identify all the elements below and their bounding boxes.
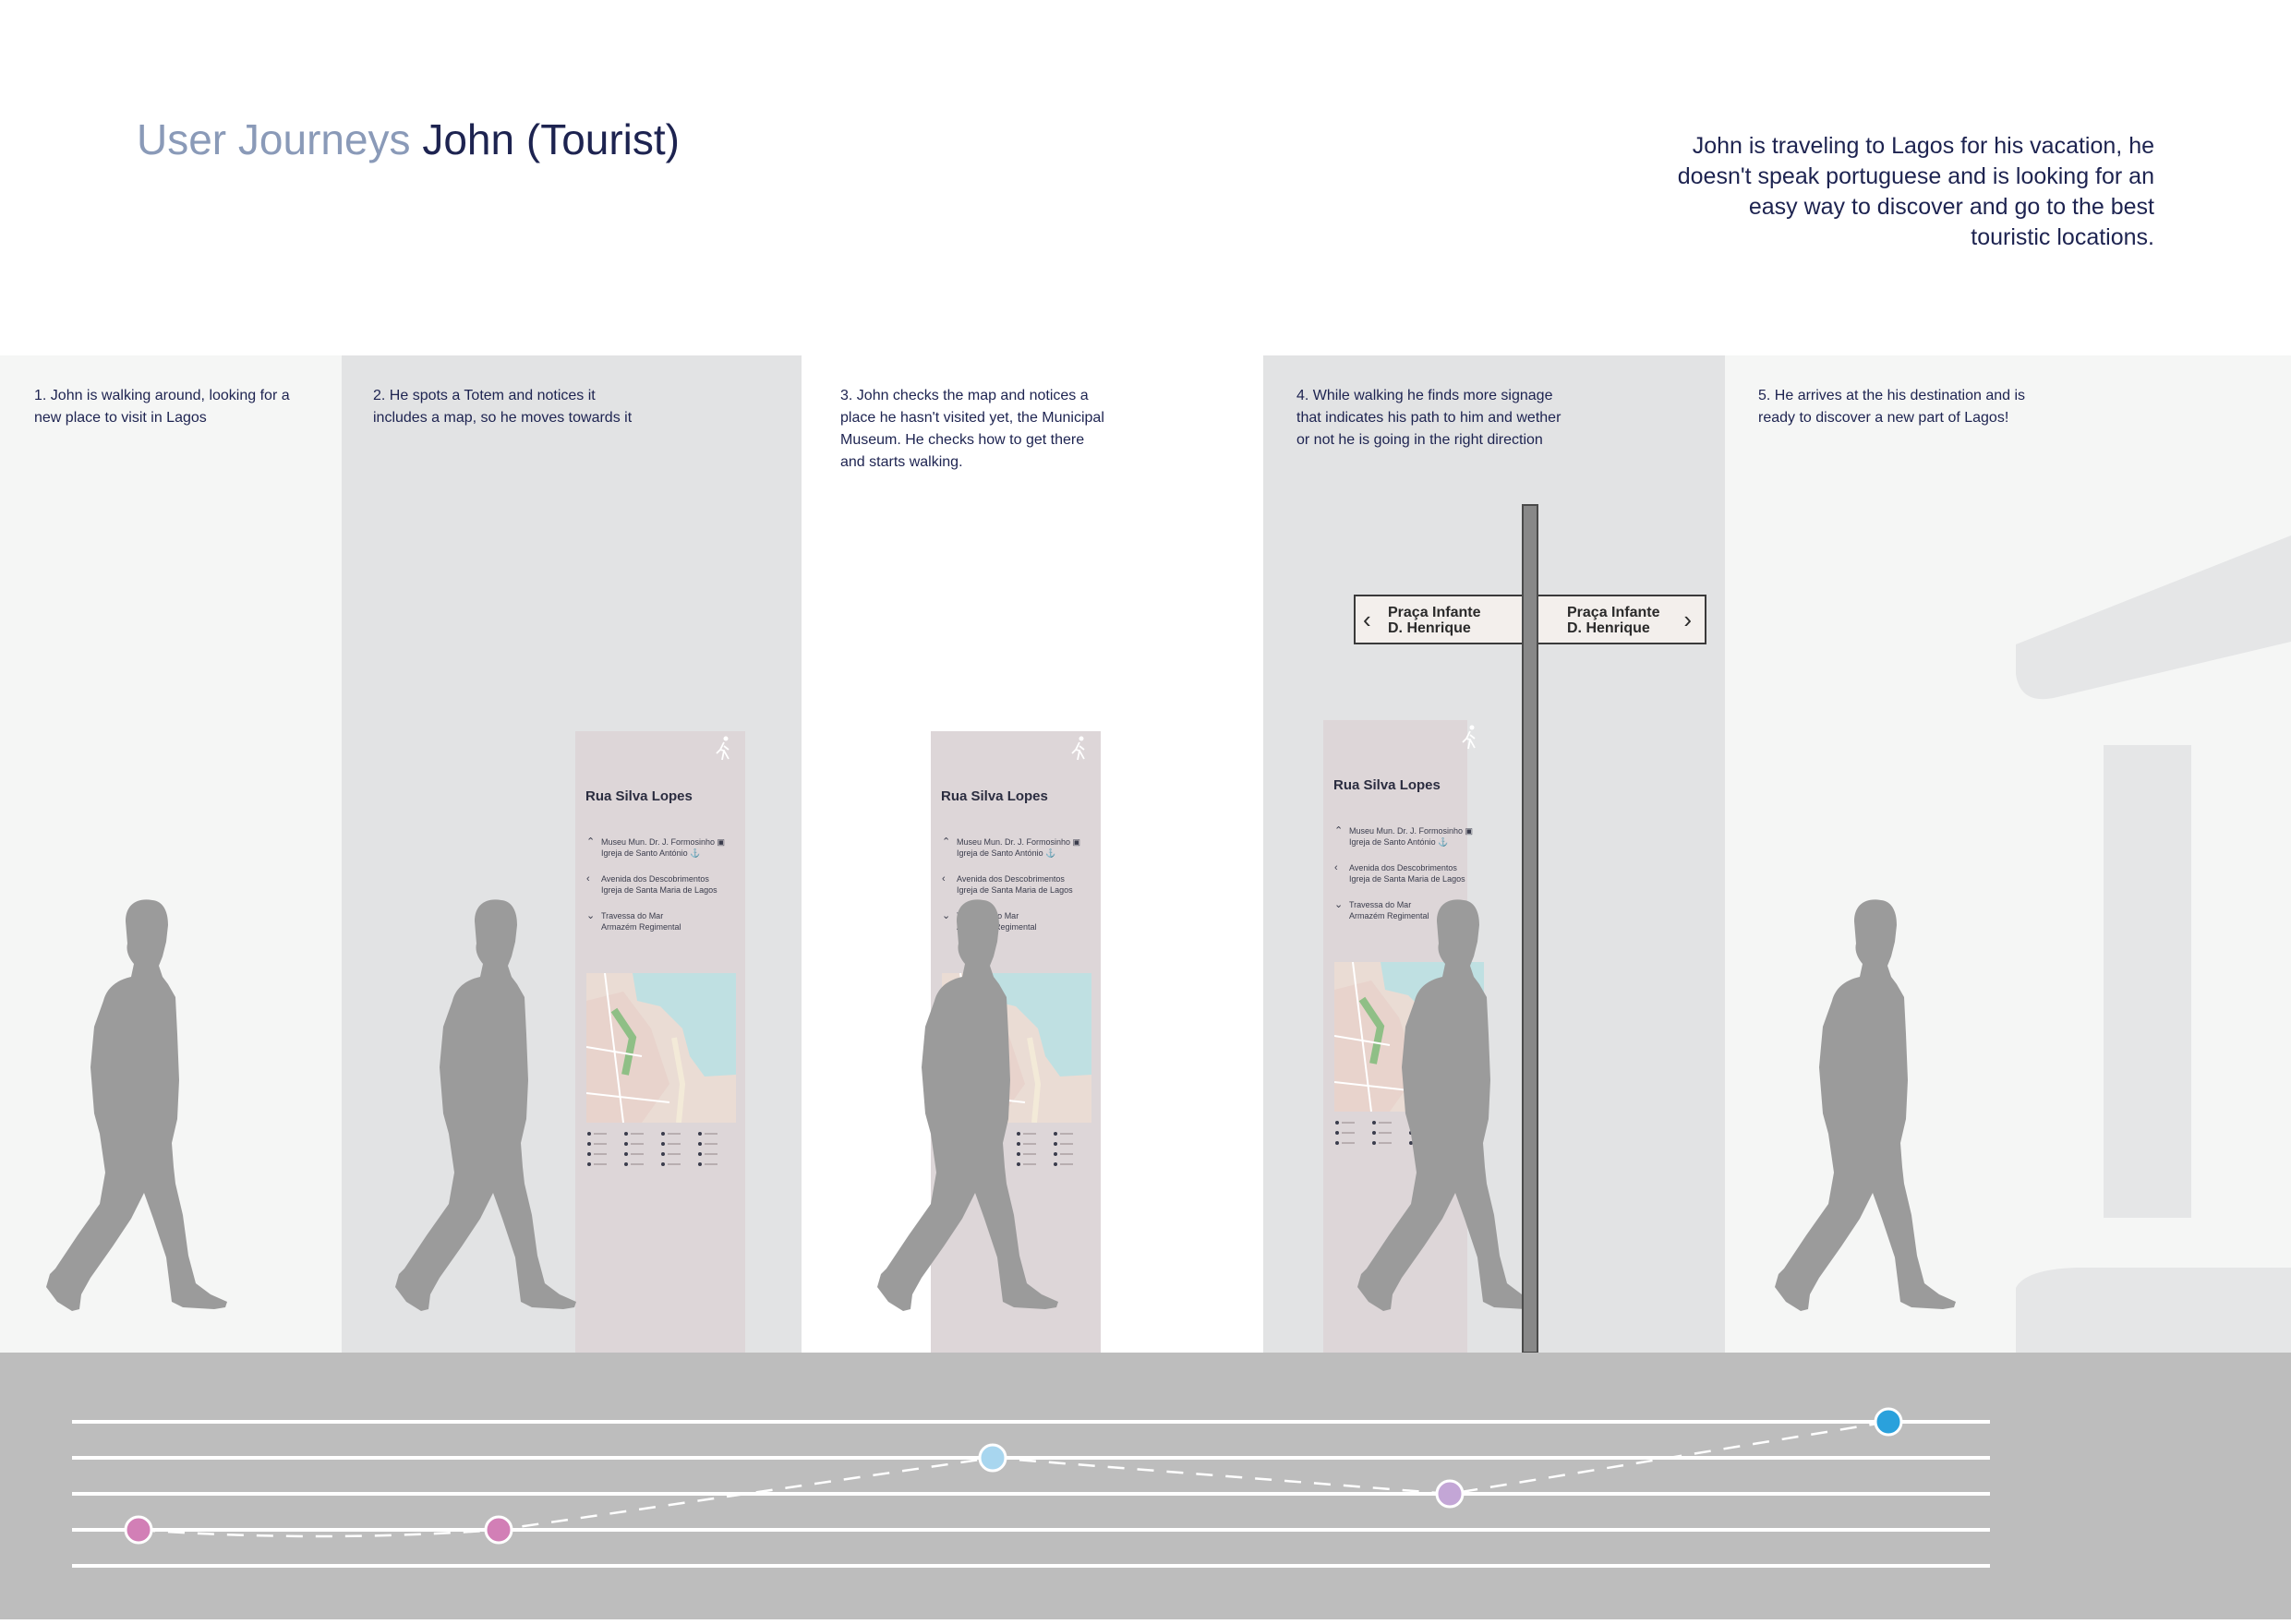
- totem-map: [586, 973, 736, 1123]
- route-line: Armazém Regimental: [601, 922, 681, 932]
- route-line: Travessa do Mar: [1349, 900, 1412, 909]
- person-silhouette-5: [1749, 896, 1989, 1357]
- persona-description: John is traveling to Lagos for his vacat…: [1677, 133, 2154, 250]
- step-5-caption: 5. He arrives at the his destination and…: [1758, 388, 2026, 426]
- step-1-caption: 1. John is walking around, looking for a…: [34, 388, 290, 426]
- chevron-down-icon: ⌄: [586, 910, 596, 921]
- route-line: Avenida dos Descobrimentos: [957, 874, 1065, 884]
- route-line: Museu Mun. Dr. J. Formosinho ▣: [1349, 826, 1474, 836]
- totem-route-up: ⌃ Museu Mun. Dr. J. Formosinho ▣Igreja de…: [942, 836, 1080, 859]
- journey-step-5-marker: [1874, 1407, 1903, 1437]
- sign-left-line2: D. Henrique: [1388, 620, 1471, 636]
- route-line: Igreja de Santa Maria de Lagos: [601, 885, 717, 895]
- pedestrian-icon: [1462, 725, 1476, 750]
- chevron-left-icon: ‹: [1334, 862, 1338, 873]
- title-prefix: User Journeys: [137, 115, 411, 163]
- journey-step-4-marker: [1435, 1479, 1465, 1509]
- destination-building: [2016, 535, 2291, 1353]
- route-line: Avenida dos Descobrimentos: [601, 874, 709, 884]
- totem-street-name: Rua Silva Lopes: [1333, 777, 1441, 793]
- person-silhouette-1: [20, 896, 260, 1357]
- step-2-caption: 2. He spots a Totem and notices it inclu…: [373, 388, 633, 426]
- chevron-left-icon: ‹: [1363, 606, 1371, 633]
- totem-map-legend: [586, 1130, 734, 1171]
- chevron-up-icon: ⌃: [942, 836, 951, 848]
- chevron-down-icon: ⌄: [942, 910, 951, 921]
- journey-track-area: [0, 1353, 2291, 1619]
- signpost-pole: [1522, 504, 1538, 1353]
- route-line: Igreja de Santa Maria de Lagos: [1349, 874, 1465, 884]
- person-silhouette-3: [851, 896, 1091, 1357]
- pedestrian-icon: [716, 736, 730, 761]
- journey-emotion-line: [72, 1407, 1990, 1568]
- totem-route-up: ⌃ Museu Mun. Dr. J. Formosinho ▣Igreja de…: [1334, 825, 1473, 848]
- route-line: Museu Mun. Dr. J. Formosinho ▣: [601, 837, 726, 847]
- route-line: Avenida dos Descobrimentos: [1349, 863, 1457, 872]
- route-line: Igreja de Santa Maria de Lagos: [957, 885, 1073, 895]
- sign-left-line1: Praça Infante: [1388, 605, 1481, 620]
- totem-street-name: Rua Silva Lopes: [941, 788, 1048, 804]
- title-name: John (Tourist): [422, 115, 680, 163]
- route-line: Armazém Regimental: [1349, 911, 1429, 920]
- step-5-panel: 5. He arrives at the his destination and…: [1725, 355, 2291, 1353]
- journey-step-2-marker: [484, 1515, 513, 1545]
- chevron-down-icon: ⌄: [1334, 899, 1344, 910]
- route-line: Igreja de Santo António ⚓: [601, 848, 701, 858]
- pedestrian-icon: [1071, 736, 1085, 761]
- route-line: Travessa do Mar: [601, 911, 664, 920]
- sign-right-line2: D. Henrique: [1567, 620, 1650, 636]
- step-4-caption: 4. While walking he finds more signage t…: [1296, 388, 1561, 448]
- totem-1: Rua Silva Lopes ⌃ Museu Mun. Dr. J. Formo…: [575, 731, 745, 1353]
- journey-path: [138, 1420, 1889, 1538]
- route-line: Igreja de Santo António ⚓: [957, 848, 1056, 858]
- step-3-caption: 3. John checks the map and notices a pla…: [840, 388, 1104, 470]
- totem-route-up: ⌃ Museu Mun. Dr. J. Formosinho ▣Igreja de…: [586, 836, 725, 859]
- page-title: User Journeys John (Tourist): [137, 118, 680, 161]
- sign-right-line1: Praça Infante: [1567, 605, 1660, 620]
- chevron-left-icon: ‹: [586, 873, 590, 884]
- journey-step-3-marker: [978, 1443, 1007, 1473]
- chevron-up-icon: ⌃: [1334, 825, 1344, 836]
- chevron-left-icon: ‹: [942, 873, 946, 884]
- chevron-up-icon: ⌃: [586, 836, 596, 848]
- totem-street-name: Rua Silva Lopes: [585, 788, 693, 804]
- chevron-right-icon: ›: [1683, 606, 1692, 633]
- person-silhouette-2: [369, 896, 609, 1357]
- journey-step-1-marker: [124, 1515, 153, 1545]
- route-line: Museu Mun. Dr. J. Formosinho ▣: [957, 837, 1081, 847]
- route-line: Igreja de Santo António ⚓: [1349, 837, 1449, 847]
